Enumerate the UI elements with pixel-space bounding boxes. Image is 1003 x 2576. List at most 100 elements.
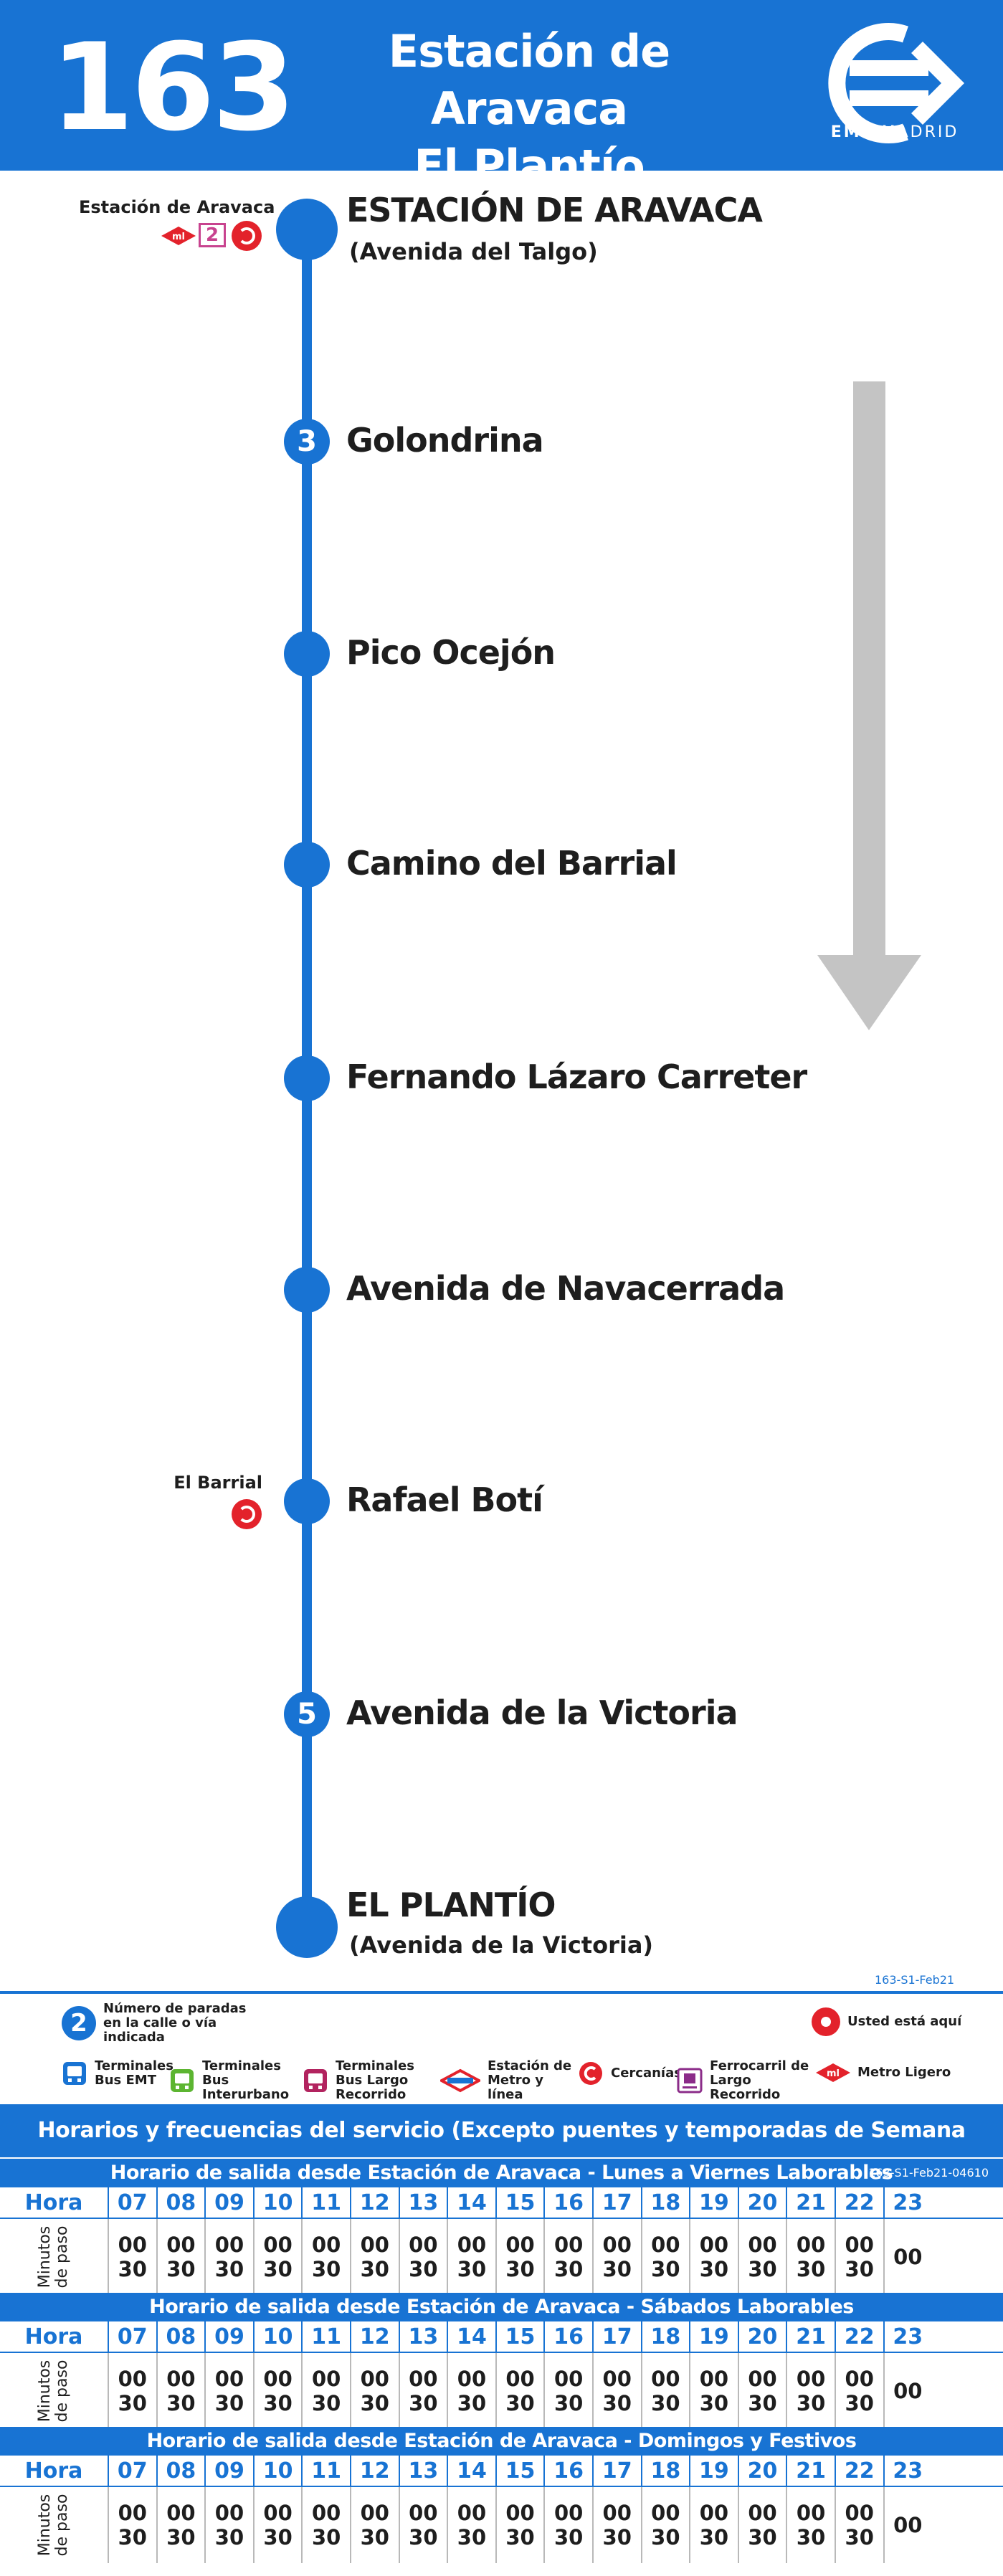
minute-value: 00 — [166, 2233, 196, 2257]
hour-cell: 16 — [543, 2187, 592, 2218]
metro-ligero-icon: ml — [816, 2063, 850, 2082]
minute-value: 00 — [214, 2233, 244, 2257]
minutes-label: de paso — [53, 2359, 71, 2423]
route-title: Estación de Aravaca El Plantío — [300, 23, 759, 195]
stop-dot — [284, 1478, 330, 1524]
hour-cell: 11 — [301, 2187, 350, 2218]
hour-cell: 18 — [640, 2187, 690, 2218]
metro-icon — [440, 2068, 480, 2093]
minute-value: 00 — [699, 2367, 729, 2391]
minute-value: 00 — [748, 2233, 777, 2257]
minute-value: 30 — [214, 2257, 244, 2281]
hour-cell: 13 — [398, 2321, 447, 2352]
minute-value: 00 — [409, 2233, 438, 2257]
zone-number: 5 — [297, 1698, 317, 1731]
hour-header: Hora — [24, 2458, 83, 2484]
hour-cell: 07 — [108, 2456, 156, 2486]
zone-number: 3 — [297, 425, 317, 458]
minute-value: 00 — [118, 2367, 147, 2391]
minute-value: 30 — [845, 2391, 874, 2415]
header-banner: 163 Estación de Aravaca El Plantío EMT M… — [0, 0, 1003, 192]
hour-cell: 14 — [447, 2321, 495, 2352]
minute-value: 00 — [360, 2367, 389, 2391]
minute-value: 30 — [360, 2525, 389, 2549]
minute-value: 30 — [602, 2257, 632, 2281]
minute-value: 30 — [602, 2525, 632, 2549]
minute-value: 00 — [311, 2501, 341, 2525]
minute-value: 00 — [651, 2367, 680, 2391]
hour-cell: 08 — [156, 2321, 205, 2352]
minute-value: 30 — [166, 2257, 196, 2281]
minute-value: 00 — [553, 2501, 584, 2525]
hour-cell: 09 — [204, 2321, 253, 2352]
minute-value: 00 — [845, 2233, 874, 2257]
minute-value: 00 — [893, 2513, 923, 2537]
minute-value: 00 — [505, 2501, 535, 2525]
minute-value: 30 — [118, 2257, 147, 2281]
legend-label: Ferrocarril de Largo Recorrido — [710, 2058, 809, 2102]
hour-cell: 07 — [108, 2321, 156, 2352]
legend-item: Cercanías — [578, 2061, 682, 2086]
legend-label: Terminales Bus Largo Recorrido — [336, 2058, 414, 2102]
hour-cell: 21 — [786, 2456, 835, 2486]
minute-value: 30 — [553, 2525, 584, 2549]
minute-value: 00 — [699, 2501, 729, 2525]
direction-arrow-icon — [817, 381, 921, 1030]
minute-value: 30 — [699, 2391, 729, 2415]
minute-value: 00 — [893, 2245, 923, 2269]
stop-subtitle: (Avenida de la Victoria) — [349, 1931, 654, 1959]
hour-cell: 08 — [156, 2187, 205, 2218]
hour-cell: 12 — [349, 2456, 399, 2486]
minute-value: 00 — [796, 2501, 826, 2525]
minute-value: 30 — [651, 2525, 680, 2549]
minute-value: 30 — [505, 2391, 535, 2415]
route-origin: Estación de Aravaca — [388, 25, 670, 135]
timetable-section-title: Horario de salida desde Estación de Arav… — [0, 2293, 1003, 2321]
legend-label: Número de paradas en la calle o vía indi… — [103, 2001, 247, 2045]
stop-dot: 3 — [284, 419, 330, 465]
minute-value: 30 — [748, 2391, 777, 2415]
connection-label: El Barrial — [173, 1473, 262, 1493]
bus-interurbano-icon — [171, 2069, 194, 2092]
minute-value: 30 — [311, 2391, 341, 2415]
stop-dot — [284, 1055, 330, 1101]
minute-value: 30 — [699, 2525, 729, 2549]
legend-label: Cercanías — [611, 2066, 682, 2081]
minute-value: 00 — [651, 2501, 680, 2525]
minute-value: 00 — [457, 2233, 487, 2257]
stop-name: Fernando Lázaro Carreter — [346, 1058, 807, 1096]
timetable-title: Horarios y frecuencias del servicio (Exc… — [0, 2104, 1003, 2196]
hour-cell: 17 — [591, 2321, 641, 2352]
legend-label: Estación de Metro y línea — [488, 2058, 572, 2102]
minute-value: 00 — [457, 2501, 487, 2525]
hour-cell: 19 — [689, 2187, 738, 2218]
legend-label: Terminales Bus Interurbano — [202, 2058, 290, 2102]
minute-value: 30 — [602, 2391, 632, 2415]
minute-value: 00 — [845, 2367, 874, 2391]
timetable-section-title: Horario de salida desde Estación de Arav… — [0, 2427, 1003, 2456]
hour-cell: 23 — [883, 2456, 932, 2486]
minutes-label: Minutos — [36, 2494, 54, 2557]
minutes-label: de paso — [53, 2225, 71, 2289]
svg-text:ml: ml — [827, 2068, 840, 2079]
